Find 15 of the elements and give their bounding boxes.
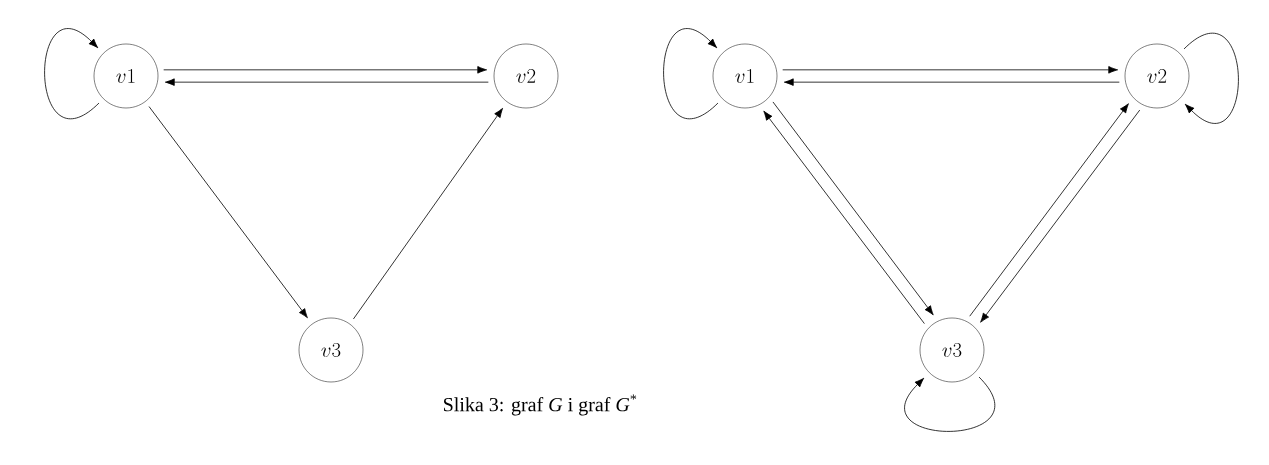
arrow <box>1183 32 1239 124</box>
arrow <box>904 376 996 432</box>
arrow <box>163 66 488 74</box>
arrow <box>44 28 100 120</box>
caption: Slika 3: graf G i graf G$^{*}$ <box>444 394 637 416</box>
arrow <box>772 101 934 316</box>
arrow <box>969 103 1129 317</box>
arrow <box>980 109 1141 323</box>
arrow <box>763 110 925 324</box>
arrow <box>663 28 719 120</box>
arrow <box>353 107 503 320</box>
arrow <box>783 78 1120 86</box>
arrow <box>148 106 308 319</box>
arrow <box>164 78 489 86</box>
arrow <box>782 66 1119 74</box>
